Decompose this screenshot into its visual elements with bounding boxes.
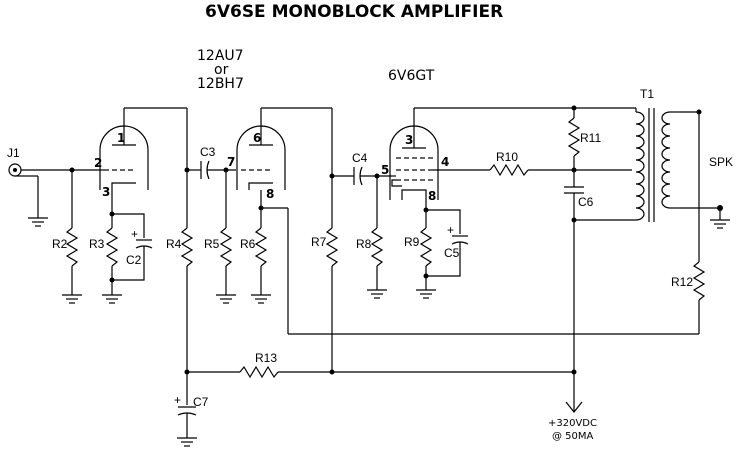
c7-label: C7 <box>193 395 209 409</box>
resistor-r7 <box>325 227 339 267</box>
c2-label: C2 <box>126 253 142 267</box>
v2-pin-8: 8 <box>266 187 274 201</box>
ground-symbol <box>710 219 730 229</box>
spk-label: SPK <box>709 155 733 169</box>
r11-label: R11 <box>580 131 601 145</box>
r4-label: R4 <box>166 237 182 251</box>
r6-label: R6 <box>240 237 256 251</box>
capacitor-c6 <box>564 186 584 194</box>
v1-pin-3: 3 <box>102 185 110 199</box>
v3-pin-5: 5 <box>381 163 389 177</box>
j1-label: J1 <box>7 146 20 160</box>
output-transformer-t1 <box>574 107 720 222</box>
r13-label: R13 <box>255 351 277 365</box>
preamp-tube-label-3: 12BH7 <box>197 76 244 92</box>
v3-pin-8: 8 <box>428 189 436 203</box>
resistor-r5 <box>219 227 233 267</box>
r7-label: R7 <box>311 235 327 249</box>
supply-voltage-label: +320VDC <box>548 418 597 429</box>
v2-pin-7: 7 <box>227 155 235 169</box>
diagram-title: 6V6SE MONOBLOCK AMPLIFIER <box>205 2 503 22</box>
c6-label: C6 <box>578 195 594 209</box>
ground-symbol <box>367 289 387 299</box>
r8-label: R8 <box>356 237 372 251</box>
c3-label: C3 <box>200 145 216 159</box>
resistor-r2 <box>65 227 79 267</box>
input-jack-j1 <box>8 163 98 218</box>
ground-symbol <box>251 294 271 304</box>
ground-symbol <box>177 437 197 447</box>
c2-polarity: + <box>131 227 138 241</box>
resistor-r8 <box>370 227 384 267</box>
c7-polarity: + <box>174 393 181 407</box>
ground-symbol <box>28 217 48 227</box>
resistor-r3 <box>105 227 119 267</box>
r12-label: R12 <box>671 275 693 289</box>
r2-label: R2 <box>52 237 68 251</box>
preamp-tube-label-1: 12AU7 <box>197 48 244 64</box>
c5-label: C5 <box>444 246 460 260</box>
resistor-r9 <box>419 227 433 267</box>
r9-label: R9 <box>404 235 420 249</box>
resistor-r10 <box>489 163 529 177</box>
r10-label: R10 <box>496 150 518 164</box>
preamp-tube-label-2: or <box>214 62 229 78</box>
ground-symbol <box>216 294 236 304</box>
ground-symbol <box>102 294 122 304</box>
v2-pin-6: 6 <box>253 131 261 145</box>
resistor-r13 <box>239 365 279 379</box>
ground-symbol <box>62 294 82 304</box>
ground-symbol <box>416 289 436 299</box>
c5-polarity: + <box>447 223 454 237</box>
v3-pin-3: 3 <box>405 133 413 147</box>
c4-label: C4 <box>352 151 368 165</box>
r3-label: R3 <box>89 237 105 251</box>
resistor-r6 <box>254 227 268 267</box>
v1-pin-1: 1 <box>117 131 125 145</box>
v3-pin-4: 4 <box>441 155 449 169</box>
r5-label: R5 <box>204 237 220 251</box>
resistor-r12 <box>692 261 706 301</box>
supply-current-label: @ 50MA <box>552 431 594 442</box>
supply-arrow <box>565 390 583 413</box>
power-tube-label: 6V6GT <box>388 68 435 84</box>
v1-pin-2: 2 <box>94 156 102 170</box>
resistor-r11 <box>567 117 581 157</box>
t1-label: T1 <box>640 87 654 101</box>
resistor-r4 <box>180 227 194 267</box>
